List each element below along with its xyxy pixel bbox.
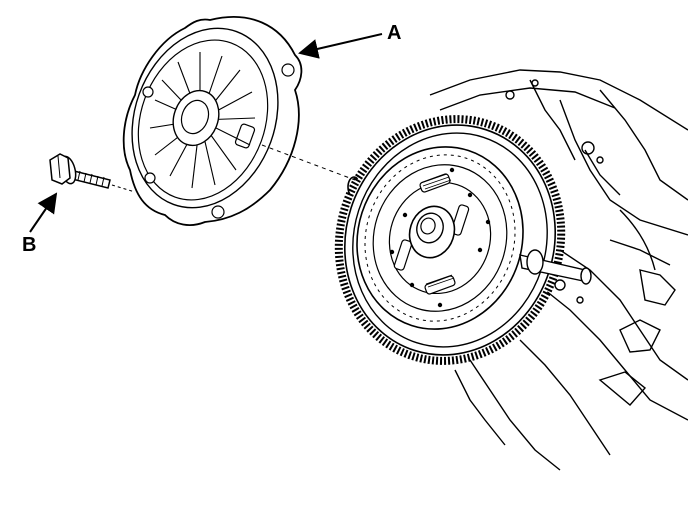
callout-label-a: A [387, 22, 402, 44]
engine-block [429, 69, 688, 471]
clutch-disc [356, 146, 524, 330]
callout-label-b: B [22, 234, 37, 256]
bolt [49, 153, 111, 189]
leader-a [298, 33, 383, 59]
leader-b [29, 192, 58, 233]
bolt-alignment-line [111, 184, 136, 193]
pressure-plate [122, 16, 303, 226]
dowel-pin [519, 249, 592, 285]
alignment-line [261, 144, 356, 181]
